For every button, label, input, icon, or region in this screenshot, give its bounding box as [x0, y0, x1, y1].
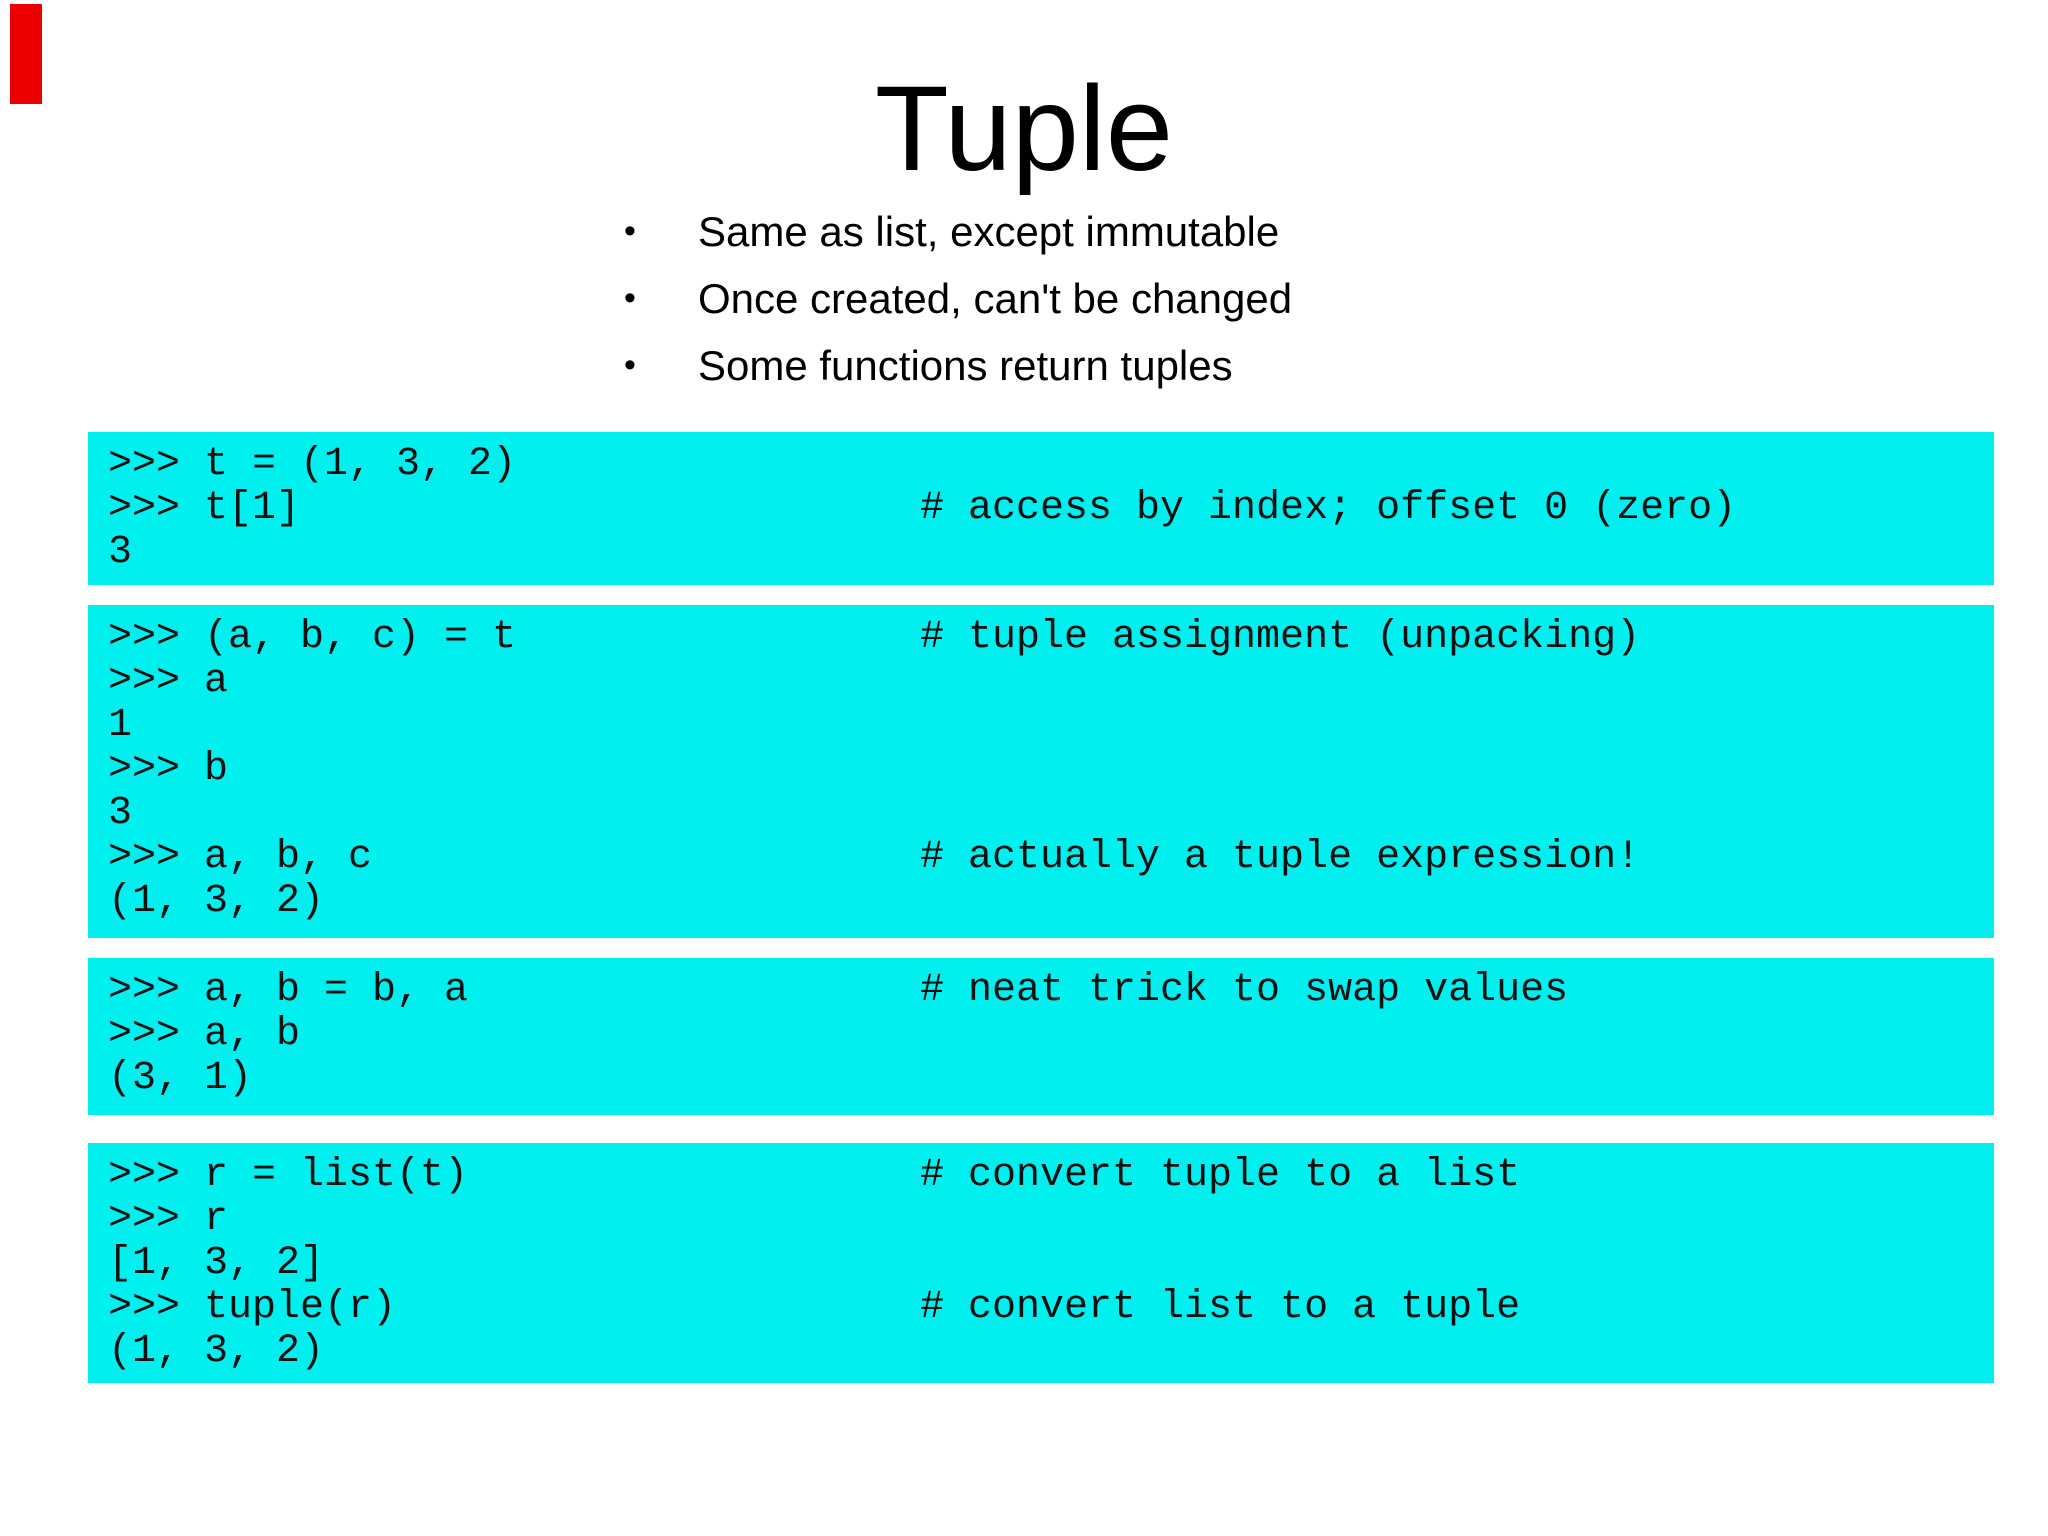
code-line: 3: [108, 792, 1994, 836]
bullet-item: • Once created, can't be changed: [624, 265, 1292, 332]
code-comment: # actually a tuple expression!: [920, 835, 1641, 880]
code-text: >>> r: [108, 1197, 229, 1242]
code-line: >>> t[1] # access by index; offset 0 (zer…: [108, 487, 1994, 531]
code-line: 1: [108, 704, 1994, 748]
code-text: >>> b: [108, 747, 229, 792]
code-comment: # access by index; offset 0 (zero): [920, 486, 1737, 531]
bullet-dot-icon: •: [624, 346, 636, 384]
code-text: >>> a: [108, 659, 229, 704]
page-title: Tuple: [874, 60, 1174, 196]
code-comment: # tuple assignment (unpacking): [920, 615, 1641, 660]
code-line: >>> b: [108, 748, 1994, 792]
code-text: >>> r = list(t): [108, 1153, 469, 1198]
code-text: >>> a, b: [108, 1012, 301, 1057]
bullet-list: • Same as list, except immutable • Once cre…: [624, 198, 1292, 399]
code-line: 3: [108, 531, 1994, 575]
code-line: [1, 3, 2]: [108, 1242, 1994, 1286]
code-text: (1, 3, 2): [108, 1329, 325, 1374]
code-line: (1, 3, 2): [108, 1330, 1994, 1374]
code-text: 1: [108, 703, 133, 748]
code-text: >>> a, b, c: [108, 835, 373, 880]
bullet-text: Some functions return tuples: [698, 341, 1233, 389]
code-text: >>> a, b = b, a: [108, 968, 469, 1013]
code-line: >>> r: [108, 1198, 1994, 1242]
code-text: >>> (a, b, c) = t: [108, 615, 517, 660]
code-line: >>> a, b, c # actually a tuple expression…: [108, 836, 1994, 880]
code-line: >>> t = (1, 3, 2): [108, 443, 1994, 487]
code-line: >>> a, b: [108, 1013, 1994, 1057]
code-box-2: >>> (a, b, c) = t # tuple assignment (unp…: [88, 605, 1994, 938]
bullet-item: • Some functions return tuples: [624, 332, 1292, 399]
code-line: >>> r = list(t) # convert tuple to a list: [108, 1154, 1994, 1198]
code-box-1: >>> t = (1, 3, 2)>>> t[1] # access by ind…: [88, 432, 1994, 585]
code-text: (3, 1): [108, 1056, 253, 1101]
code-text: [1, 3, 2]: [108, 1241, 325, 1286]
code-box-4: >>> r = list(t) # convert tuple to a list…: [88, 1143, 1994, 1383]
red-ribbon-marker: [10, 4, 42, 104]
code-text: >>> tuple(r): [108, 1285, 397, 1330]
code-line: (3, 1): [108, 1057, 1994, 1101]
code-text: >>> t = (1, 3, 2): [108, 442, 517, 487]
code-text: 3: [108, 791, 133, 836]
code-line: (1, 3, 2): [108, 880, 1994, 924]
code-line: >>> tuple(r) # convert list to a tuple: [108, 1286, 1994, 1330]
code-line: >>> (a, b, c) = t # tuple assignment (unp…: [108, 616, 1994, 660]
code-text: >>> t[1]: [108, 486, 301, 531]
code-text: (1, 3, 2): [108, 879, 325, 924]
bullet-text: Same as list, except immutable: [698, 207, 1280, 255]
bullet-text: Once created, can't be changed: [698, 274, 1293, 322]
bullet-item: • Same as list, except immutable: [624, 198, 1292, 265]
code-comment: # convert tuple to a list: [920, 1153, 1521, 1198]
code-comment: # convert list to a tuple: [920, 1285, 1521, 1330]
code-comment: # neat trick to swap values: [920, 968, 1569, 1013]
bullet-dot-icon: •: [624, 279, 636, 317]
code-line: >>> a: [108, 660, 1994, 704]
code-line: >>> a, b = b, a # neat trick to swap valu…: [108, 969, 1994, 1013]
code-text: 3: [108, 530, 133, 575]
bullet-dot-icon: •: [624, 212, 636, 250]
code-box-3: >>> a, b = b, a # neat trick to swap valu…: [88, 958, 1994, 1115]
